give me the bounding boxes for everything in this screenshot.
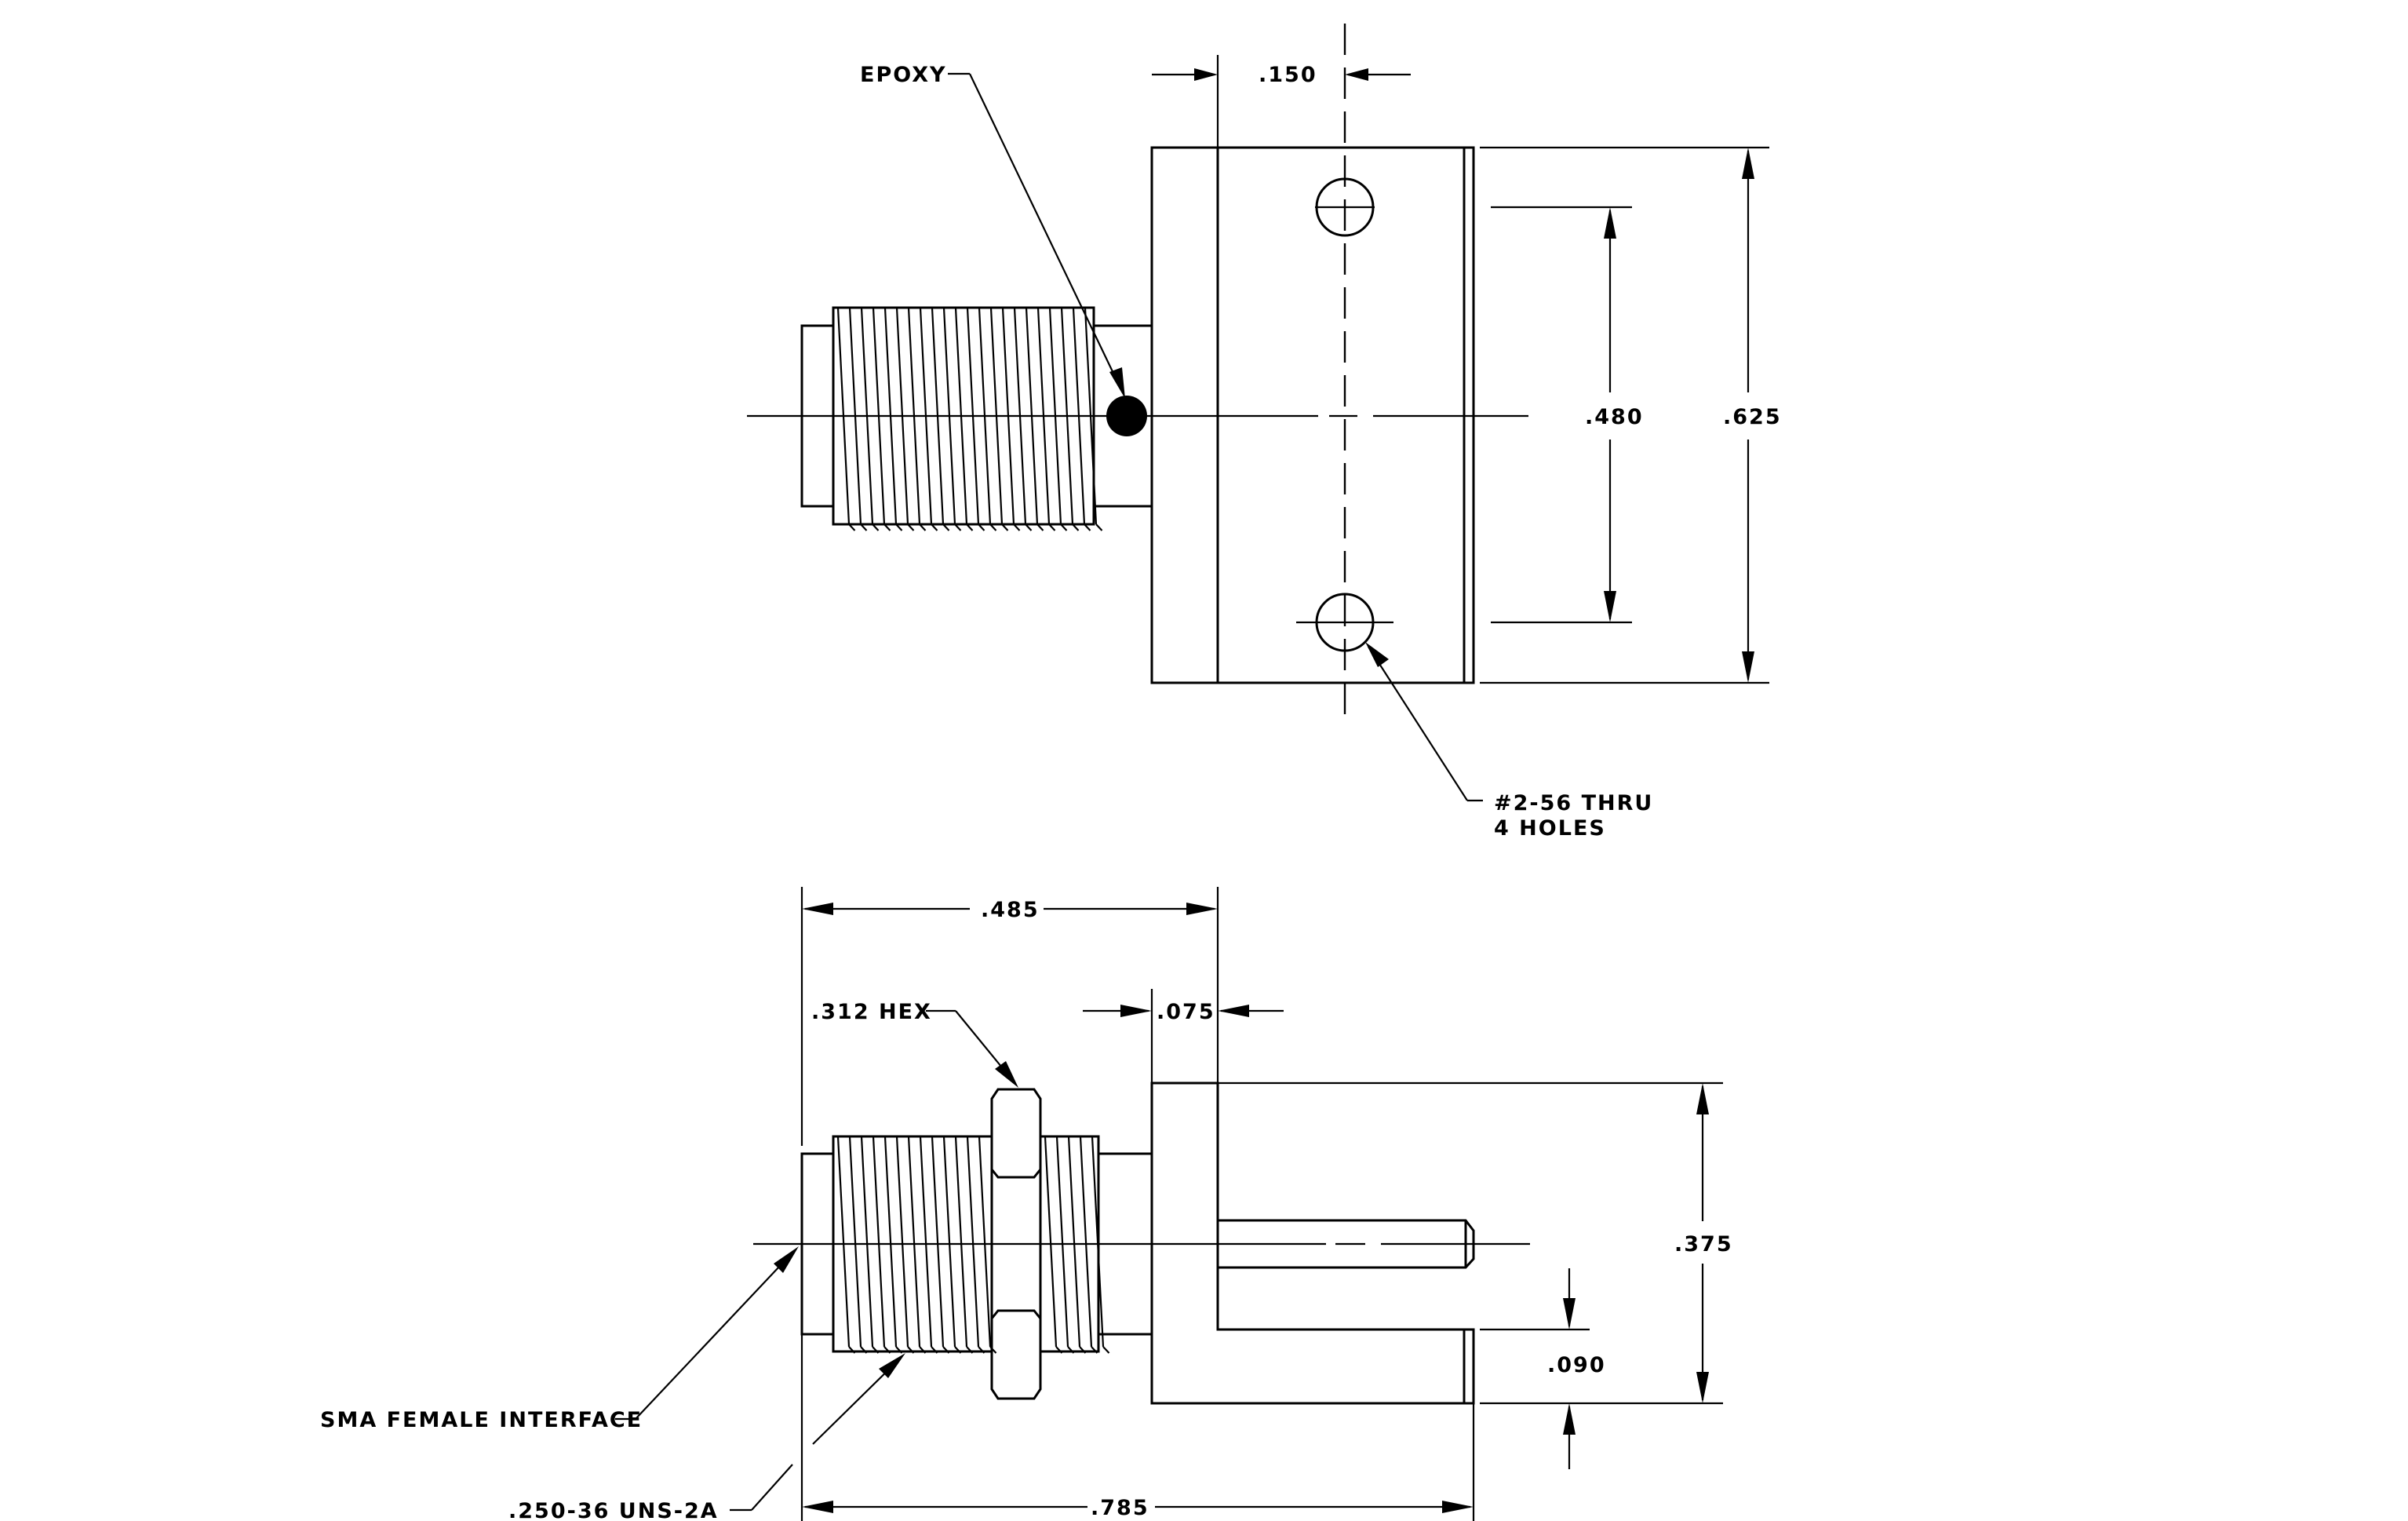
thread-crest: [919, 523, 927, 531]
thread-line: [1079, 1136, 1093, 1348]
thread-crest: [978, 523, 985, 531]
thread-crest: [1072, 523, 1080, 531]
thread-line: [942, 1136, 956, 1348]
thread-crest: [1079, 1346, 1087, 1354]
thread-crest: [1095, 523, 1103, 531]
thread-crest: [1025, 523, 1033, 531]
thread-line: [931, 1136, 945, 1348]
thread-crest: [848, 1346, 856, 1354]
sma-label: SMA FEMALE INTERFACE: [320, 1408, 643, 1432]
holes-label-line1: #2-56 THRU: [1494, 791, 1653, 815]
thread-crest: [966, 1346, 974, 1354]
thread-crest: [1091, 1346, 1098, 1354]
epoxy-label: EPOXY: [860, 63, 947, 87]
thread-crest: [883, 523, 891, 531]
thread-crest: [1048, 523, 1056, 531]
dim-785-label: .785: [1091, 1496, 1149, 1520]
thread-crest: [907, 1346, 915, 1354]
thread-line: [836, 1136, 851, 1348]
thread-line: [919, 1136, 933, 1348]
thread-crest: [1067, 1346, 1075, 1354]
thread-crest: [954, 1346, 962, 1354]
thread-crest: [942, 1346, 950, 1354]
thread-crest: [1084, 523, 1091, 531]
dim-485-label: .485: [981, 898, 1040, 922]
thread-line: [872, 1136, 886, 1348]
thread-crest: [1102, 1346, 1110, 1354]
top-view: .150 .480 .625 EPOXY #2-56 THRU 4 HOLES: [747, 24, 1782, 841]
thread-line: [895, 1136, 909, 1348]
sma-leader: [635, 1252, 793, 1420]
dim-150-label: .150: [1259, 63, 1317, 87]
thread-line: [966, 1136, 980, 1348]
dim-075-label: .075: [1157, 1000, 1215, 1024]
thread-crest: [954, 523, 962, 531]
thread-line: [1091, 1136, 1105, 1348]
dim-480-label: .480: [1585, 405, 1644, 429]
holes-leader: [1368, 646, 1468, 801]
thread-crest: [872, 523, 880, 531]
thread-line: [1067, 1136, 1081, 1348]
thread-line: [883, 1136, 898, 1348]
thread-crest: [883, 1346, 891, 1354]
thread-crest: [919, 1346, 927, 1354]
thread-crest: [1060, 523, 1068, 531]
thread-crest: [848, 523, 856, 531]
dim-375-label: .375: [1674, 1232, 1733, 1257]
dim-090-label: .090: [1547, 1353, 1606, 1377]
thread-label: .250-36 UNS-2A: [508, 1499, 719, 1521]
side-thread-hatching: [836, 1136, 1110, 1354]
thread-crest: [1036, 523, 1044, 531]
thread-crest: [1055, 1346, 1063, 1354]
thread-crest: [989, 523, 997, 531]
thread-line: [907, 1136, 921, 1348]
top-thread-hatching: [836, 307, 1103, 531]
thread-line: [1044, 1136, 1058, 1348]
thread-crest: [907, 523, 915, 531]
hex-nut: [990, 1088, 1042, 1400]
thread-line: [954, 1136, 968, 1348]
side-view: .485 .075 .312 HEX .375 .090 .: [320, 887, 1733, 1521]
thread-crest: [942, 523, 950, 531]
thread-leader-lower: [751, 1464, 793, 1511]
thread-crest: [895, 1346, 903, 1354]
thread-crest: [931, 1346, 938, 1354]
holes-label-line2: 4 HOLES: [1494, 816, 1606, 841]
thread-crest: [872, 1346, 880, 1354]
thread-line: [848, 1136, 862, 1348]
hex-nut-face-1: [990, 1169, 1042, 1179]
thread-crest: [895, 523, 903, 531]
thread-line: [1055, 1136, 1069, 1348]
thread-crest: [860, 523, 868, 531]
thread-crest: [860, 1346, 868, 1354]
thread-line: [978, 1136, 992, 1348]
epoxy-leader: [969, 73, 1118, 382]
thread-crest: [1001, 523, 1009, 531]
hex-nut-face-2: [990, 1309, 1042, 1319]
thread-crest: [966, 523, 974, 531]
thread-crest: [1013, 523, 1021, 531]
thread-line: [860, 1136, 874, 1348]
thread-crest: [978, 1346, 985, 1354]
hex-label: .312 HEX: [811, 1000, 932, 1024]
dim-625-label: .625: [1723, 405, 1782, 429]
thread-crest: [931, 523, 938, 531]
